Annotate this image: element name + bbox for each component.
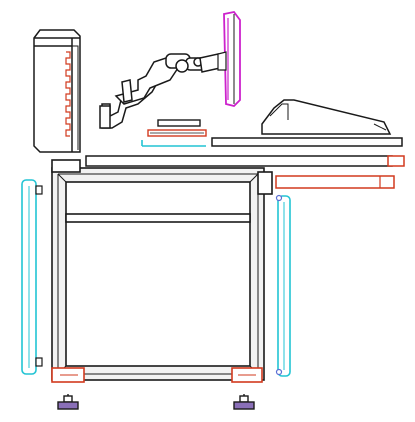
side-cabinet-panel [33, 29, 81, 153]
shelf-board-main [85, 155, 393, 167]
shelf-board-upper [211, 137, 403, 147]
side-rails [21, 179, 291, 377]
monitor-riser-stand [261, 99, 392, 135]
frame-inner-opening [65, 181, 251, 367]
frame-right-tab [257, 171, 273, 195]
cabinet-hinge-strip [65, 51, 71, 137]
main-frame [51, 159, 273, 383]
shelf-boards [85, 137, 405, 189]
monitor-arm [99, 53, 221, 129]
leveling-foot-right [233, 394, 255, 410]
shelf-board-end-cap [387, 155, 405, 167]
frame-top-tab [51, 159, 81, 173]
small-bracket [141, 119, 207, 147]
leveling-foot-left [57, 394, 79, 410]
monitor [217, 11, 241, 107]
frame-cross-bar [65, 213, 251, 223]
shelf-board-lower-red [275, 175, 395, 189]
